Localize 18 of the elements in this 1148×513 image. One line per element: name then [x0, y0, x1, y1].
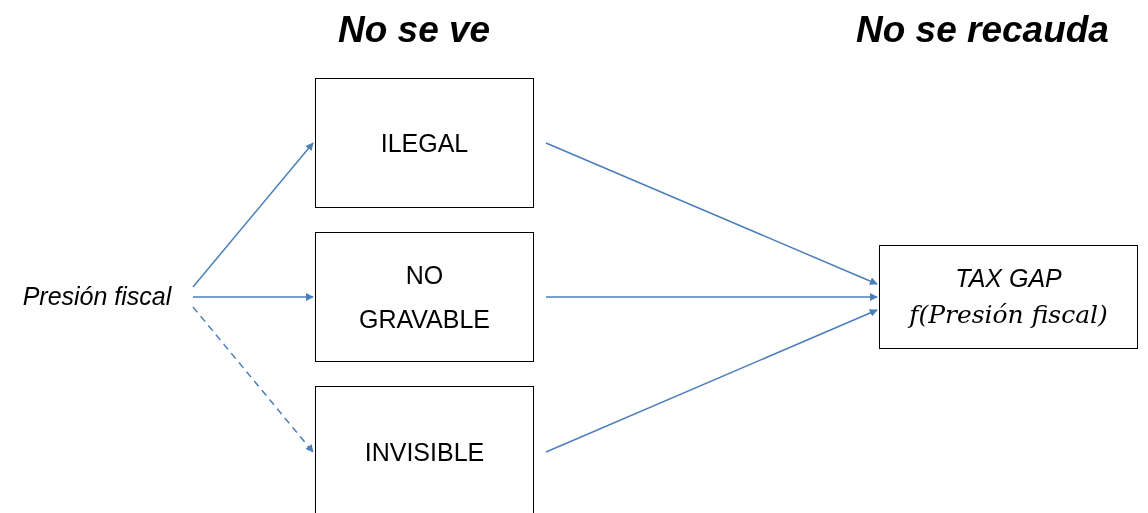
arrow — [192, 293, 314, 301]
box-text: NO GRAVABLE — [357, 260, 492, 335]
box-text: TAX GAP — [955, 263, 1062, 294]
arrow — [545, 293, 878, 301]
arrow — [545, 142, 878, 285]
box-text: Presión fiscal — [22, 281, 172, 313]
process-box — [315, 232, 534, 362]
arrow — [192, 142, 314, 288]
box-text: INVISIBLE — [363, 437, 486, 468]
process-box — [879, 245, 1138, 349]
process-box — [315, 386, 534, 513]
process-box — [315, 78, 534, 208]
arrow — [192, 306, 314, 453]
formula-text: f(Presión fiscal) — [909, 299, 1108, 331]
box-text: ILEGAL — [379, 128, 470, 159]
column-heading: No se ve — [338, 8, 491, 52]
arrow — [545, 309, 878, 453]
column-heading: No se recauda — [856, 8, 1109, 52]
